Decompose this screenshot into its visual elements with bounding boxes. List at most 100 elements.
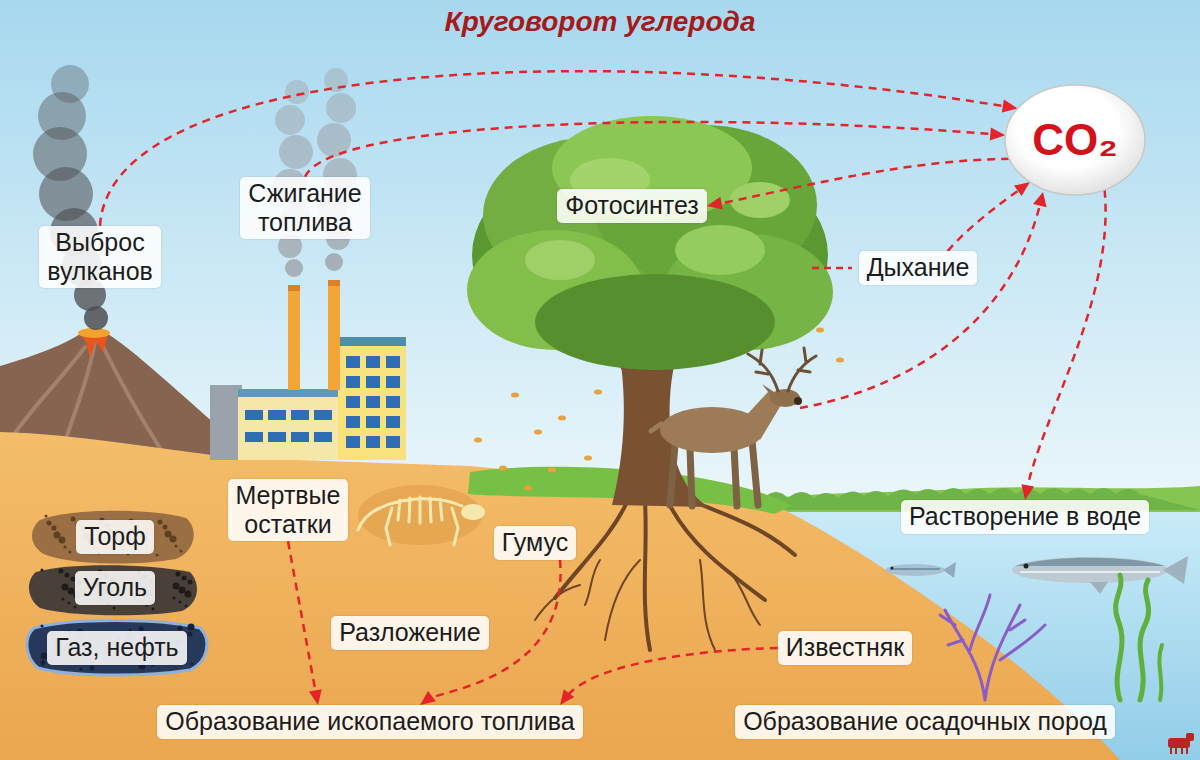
label-text: Фотосинтез [565,191,699,220]
label-box: Выброс вулканов [39,226,161,289]
arrow-head [420,691,436,705]
office-tower [338,345,406,460]
chimney [328,280,340,390]
label-box: Газ, нефть [47,631,186,665]
tree-rootlets [535,560,760,650]
label-text: Уголь [83,573,147,602]
seaweed [1159,645,1162,700]
coal-grain [173,583,180,590]
peat-grain [158,520,163,525]
coal-grain [62,598,65,601]
arrow-head [560,689,574,705]
factory-smoke [279,135,313,169]
tower-window [366,376,380,388]
label-text: Известняк [786,633,905,662]
cycle-connector [560,648,778,705]
arrow-head [990,128,1006,141]
label-box: Образование осадочных пород [735,705,1115,739]
seaweed [1116,575,1149,700]
cycle-connector [305,122,1005,177]
peat-grain [170,536,177,543]
coal-grain [74,606,77,609]
arrow-head [309,689,322,705]
deer-tail [651,424,661,431]
tower-window [346,356,360,368]
cycle-connector [1021,190,1105,500]
peat-grain [156,554,159,557]
arrow-head [707,197,723,210]
deer-antlers [748,348,816,391]
coal-grain [41,569,44,572]
factory-roof [238,389,343,397]
oil-grain [80,668,83,671]
tower-window [386,376,400,388]
label-box: Дыхание [859,251,978,285]
label-text: Разложение [339,618,480,647]
coal-grain [68,602,71,605]
dashed-arrow-line [716,159,1010,205]
dashed-arrow-line [100,71,1009,226]
peat-grain [45,515,48,518]
falling-leaf [474,438,482,443]
falling-leaf [836,358,844,363]
big-fish-back [1015,558,1165,566]
label-text: Дыхание [867,253,970,282]
label-text: Образование ископаемого топлива [165,707,574,736]
oil-grain [41,625,44,628]
coal-grain [182,576,187,581]
label-text: Выброс вулканов [47,228,153,286]
coal-grain [113,607,116,610]
peat-grain [64,546,67,549]
big-fish-tail [1163,556,1188,584]
factory-smoke [326,93,356,123]
coal-grain [68,588,75,595]
coal-grain [176,572,181,577]
tree-crown [535,274,775,370]
big-fish-stripe [1020,571,1160,573]
oil-grain [191,663,194,666]
label-text: Газ, нефть [55,633,178,662]
falling-leaf [558,416,566,421]
volcano-smoke [51,65,89,103]
gas-oil-layer [27,621,207,676]
coal-grain [152,608,155,611]
coal-grain [173,597,176,600]
falling-leaf [594,390,602,395]
factory-window [268,410,286,420]
dashed-arrow-line [288,541,316,696]
oil-grain [41,661,46,666]
chimney-band [328,280,340,286]
factory-window [314,432,332,442]
factory-smoke [275,105,305,135]
tower-window [366,396,380,408]
skeleton-bones [358,497,462,545]
big-fish-eye [1024,564,1029,569]
dashed-arrow-line [305,122,996,177]
arrow-head [1014,182,1030,196]
label-box: Сжигание топлива [240,177,369,240]
tree-roots [555,500,795,650]
falling-leaf [499,466,507,471]
coal-grain [188,580,193,585]
factory-window [291,432,309,442]
diagram-title: Круговорот углерода [445,6,756,38]
cycle-connector [288,541,322,705]
label-box: Торф [76,520,154,554]
tower-window [366,436,380,448]
factory-window [245,410,263,420]
coal-grain [179,587,186,594]
coral [940,595,1045,700]
dashed-arrow-line [565,648,777,698]
tower-window [386,436,400,448]
small-fish-tail [943,562,956,578]
tree-crown [552,116,752,220]
label-box: Гумус [494,526,576,560]
label-text: Сжигание топлива [248,179,361,237]
factory-smoke [285,259,303,277]
label-box: Известняк [778,631,913,665]
coal-grain [179,601,182,604]
skeleton-skull [461,504,485,520]
cycle-connector [707,159,1009,210]
factory-hall [238,395,343,460]
cycle-connector [100,71,1018,226]
